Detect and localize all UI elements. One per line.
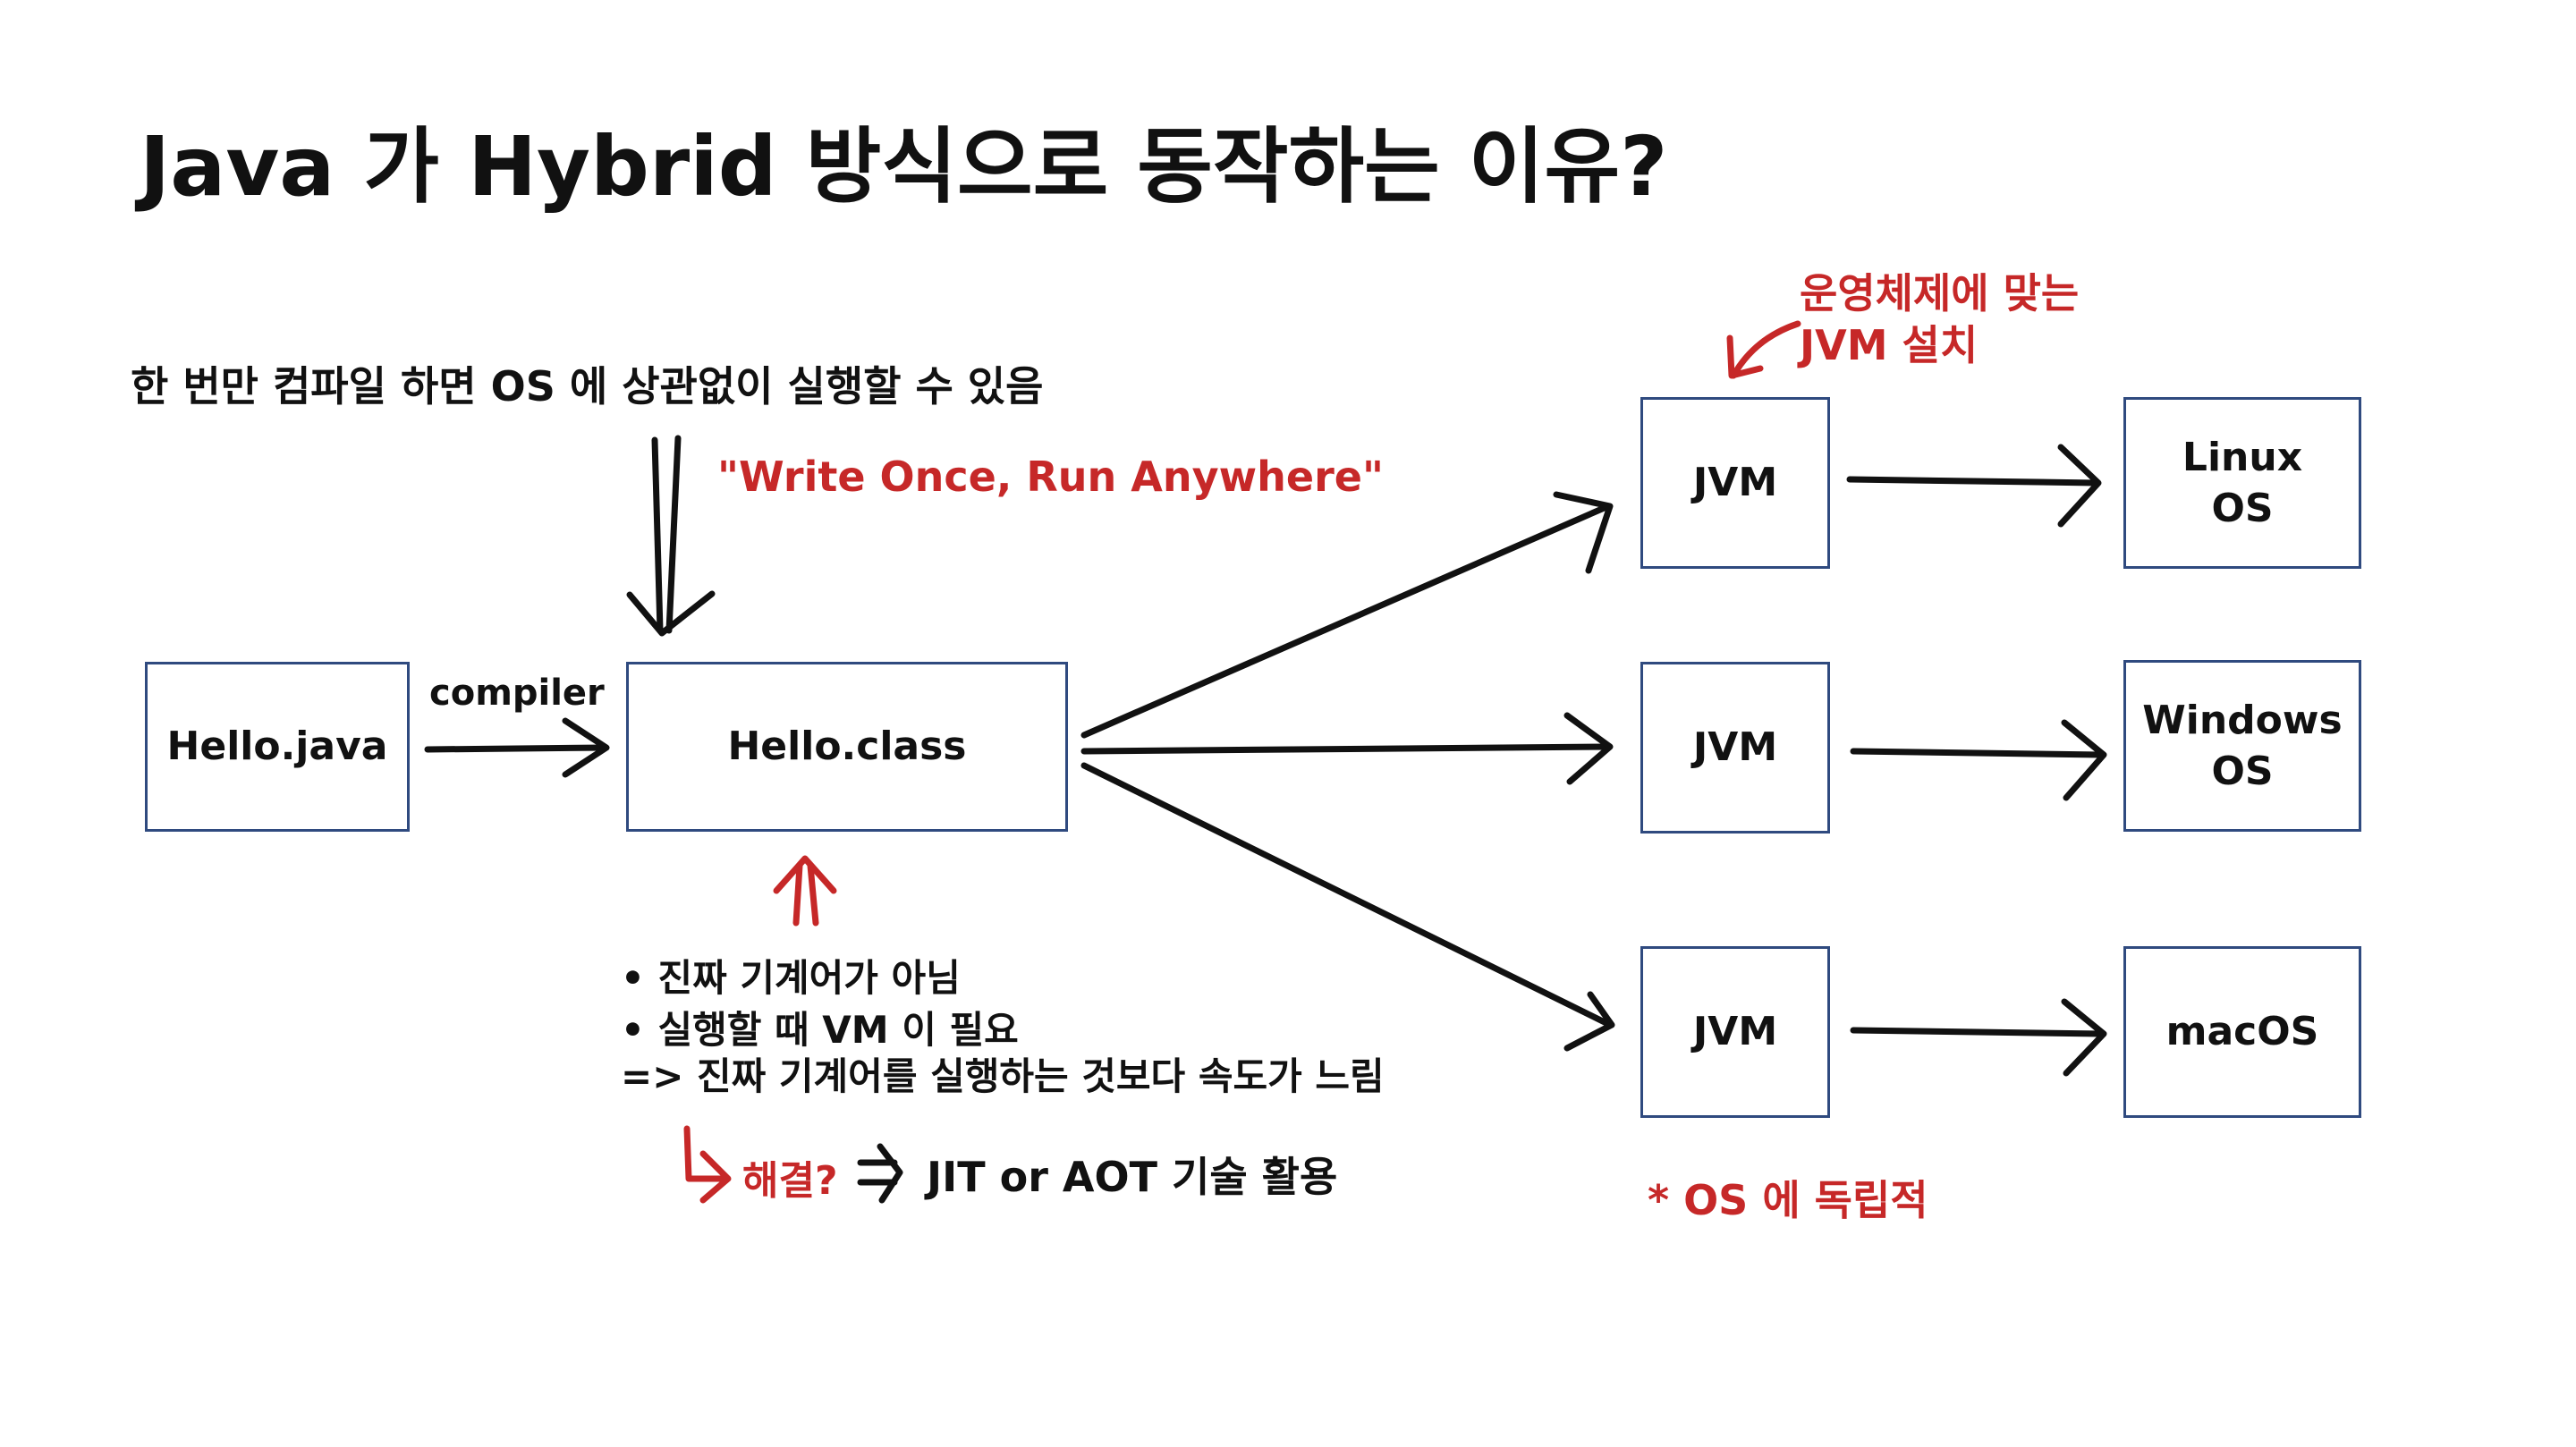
macos-label: macOS bbox=[2165, 1009, 2319, 1055]
arrow-jvm-to-linux bbox=[1846, 444, 2102, 528]
bytecode-file-box: Hello.class bbox=[626, 662, 1068, 832]
jvm-box-1: JVM bbox=[1640, 397, 1830, 569]
hook-arrow-icon bbox=[683, 1125, 732, 1204]
double-arrow-down-icon bbox=[626, 435, 716, 637]
arrow-jvm-to-windows bbox=[1850, 719, 2107, 801]
curved-arrow-icon bbox=[1726, 320, 1801, 379]
arrow-jvm-to-macos bbox=[1850, 998, 2107, 1077]
double-arrow-up-icon bbox=[773, 855, 837, 927]
jvm-label-2: JVM bbox=[1692, 724, 1778, 771]
bytecode-file-label: Hello.class bbox=[727, 724, 967, 770]
jvm-box-3: JVM bbox=[1640, 946, 1830, 1118]
macos-box: macOS bbox=[2123, 946, 2361, 1118]
solution-double-arrow-icon bbox=[857, 1143, 903, 1204]
page-title: Java 가 Hybrid 방식으로 동작하는 이유? bbox=[140, 119, 1668, 215]
windows-os-box: Windows OS bbox=[2123, 660, 2361, 832]
arrow-to-jvm-1 bbox=[1080, 491, 1614, 739]
jvm-box-2: JVM bbox=[1640, 662, 1830, 834]
drawback-conclusion: => 진짜 기계어를 실행하는 것보다 속도가 느림 bbox=[621, 1054, 1385, 1098]
linux-os-box: Linux OS bbox=[2123, 397, 2361, 569]
solution-label: 해결? bbox=[742, 1158, 838, 1204]
compiler-label: compiler bbox=[429, 673, 605, 714]
jvm-install-note-line1: 운영체제에 맞는 bbox=[1800, 269, 2080, 317]
solution-text: JIT or AOT 기술 활용 bbox=[927, 1153, 1338, 1201]
arrow-to-jvm-2 bbox=[1080, 712, 1614, 785]
source-file-box: Hello.java bbox=[145, 662, 410, 832]
linux-os-label: Linux OS bbox=[2182, 434, 2303, 531]
windows-os-label: Windows OS bbox=[2142, 697, 2343, 794]
jvm-label-3: JVM bbox=[1692, 1009, 1778, 1055]
jvm-install-note-line2: JVM 설치 bbox=[1800, 321, 1979, 369]
compiler-arrow bbox=[424, 717, 610, 778]
jvm-label-1: JVM bbox=[1692, 460, 1778, 506]
arrow-to-jvm-3 bbox=[1080, 762, 1615, 1052]
drawback-item-2: • 실행할 때 VM 이 필요 bbox=[621, 1008, 1019, 1052]
slogan-text: "Write Once, Run Anywhere" bbox=[717, 453, 1384, 501]
drawback-item-1: • 진짜 기계어가 아님 bbox=[621, 956, 961, 1000]
compile-once-note: 한 번만 컴파일 하면 OS 에 상관없이 실행할 수 있음 bbox=[131, 362, 1044, 410]
source-file-label: Hello.java bbox=[166, 724, 388, 770]
os-independent-note: * OS 에 독립적 bbox=[1648, 1176, 1928, 1224]
